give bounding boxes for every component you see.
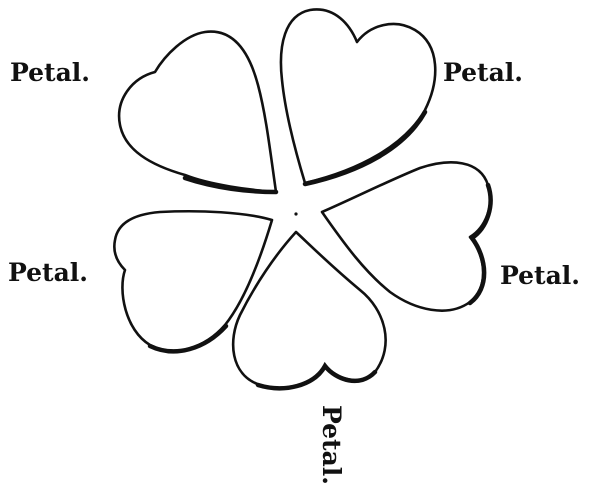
- petal-label-bottom: Petal.: [319, 405, 344, 485]
- petal-label-top-right: Petal.: [443, 60, 523, 85]
- petal-label-mid-right: Petal.: [500, 263, 580, 288]
- petal-label-top-left: Petal.: [10, 60, 90, 85]
- petal-top-left: [119, 32, 276, 192]
- petal-label-mid-left: Petal.: [8, 260, 88, 285]
- flower-center: [294, 212, 297, 215]
- petal-top-right: [281, 9, 435, 183]
